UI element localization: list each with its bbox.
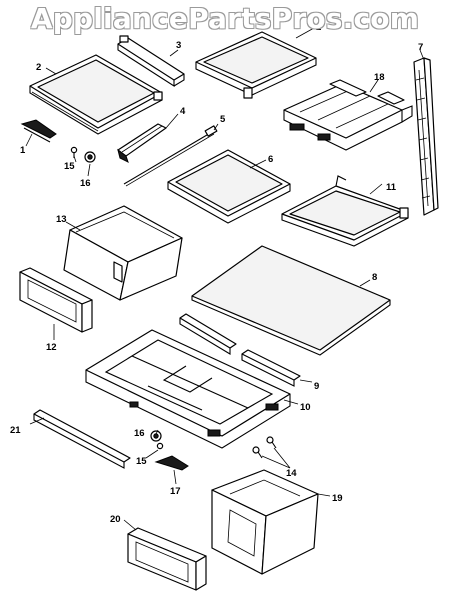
shelf-part-2-left (29, 54, 163, 135)
callout-16-lower: 16 (134, 428, 145, 439)
drawer-part-13 (63, 205, 183, 301)
drawer-part-19 (211, 469, 319, 575)
callout-6: 6 (268, 154, 273, 165)
crisper-glass-part-8 (191, 245, 391, 356)
callout-7: 7 (418, 42, 423, 53)
callout-labels: 2 3 2 7 18 1 15 16 4 5 6 11 13 8 12 9 10… (10, 22, 423, 525)
callout-21: 21 (10, 425, 21, 436)
shelf-trim-part-3 (117, 35, 185, 88)
screws-part-14 (252, 436, 277, 459)
bracket-part-1 (20, 119, 57, 143)
watermark-logo: AppliancePartsPros.com (30, 2, 420, 35)
callout-20: 20 (110, 514, 121, 525)
callout-4: 4 (180, 106, 186, 117)
callout-9: 9 (314, 381, 319, 392)
callout-2-right: 2 (316, 22, 321, 33)
callout-14: 14 (286, 468, 297, 479)
callout-19: 19 (332, 493, 343, 504)
crisper-frame-part-10 (85, 329, 291, 449)
shelf-part-11 (281, 175, 409, 247)
trim-part-9 (179, 313, 301, 387)
callout-5: 5 (220, 114, 226, 125)
callout-1: 1 (20, 145, 26, 156)
fasteners-lower (150, 430, 189, 471)
shelf-part-2-right (195, 31, 317, 99)
callout-12: 12 (46, 342, 57, 353)
callout-15-lower: 15 (136, 456, 147, 467)
rod-part-5 (123, 125, 218, 187)
trim-part-4 (117, 123, 167, 163)
drawer-front-part-12 (19, 267, 93, 333)
callout-8: 8 (372, 272, 377, 283)
cantilever-frame-part-18 (283, 79, 413, 151)
callout-18: 18 (374, 72, 385, 83)
shelf-rail-part-7 (413, 57, 439, 216)
callout-16-upper: 16 (80, 178, 91, 189)
callout-3: 3 (176, 40, 181, 51)
callout-13: 13 (56, 214, 67, 225)
fasteners-upper (70, 146, 96, 163)
callout-17: 17 (170, 486, 181, 497)
callout-15-upper: 15 (64, 161, 75, 172)
leader-lines (25, 27, 425, 531)
callout-2-left: 2 (36, 62, 41, 73)
trim-part-21 (33, 409, 131, 469)
callout-10: 10 (300, 402, 311, 413)
drawer-front-part-20 (127, 527, 207, 591)
callout-11: 11 (386, 182, 397, 193)
shelf-part-6 (167, 149, 291, 224)
